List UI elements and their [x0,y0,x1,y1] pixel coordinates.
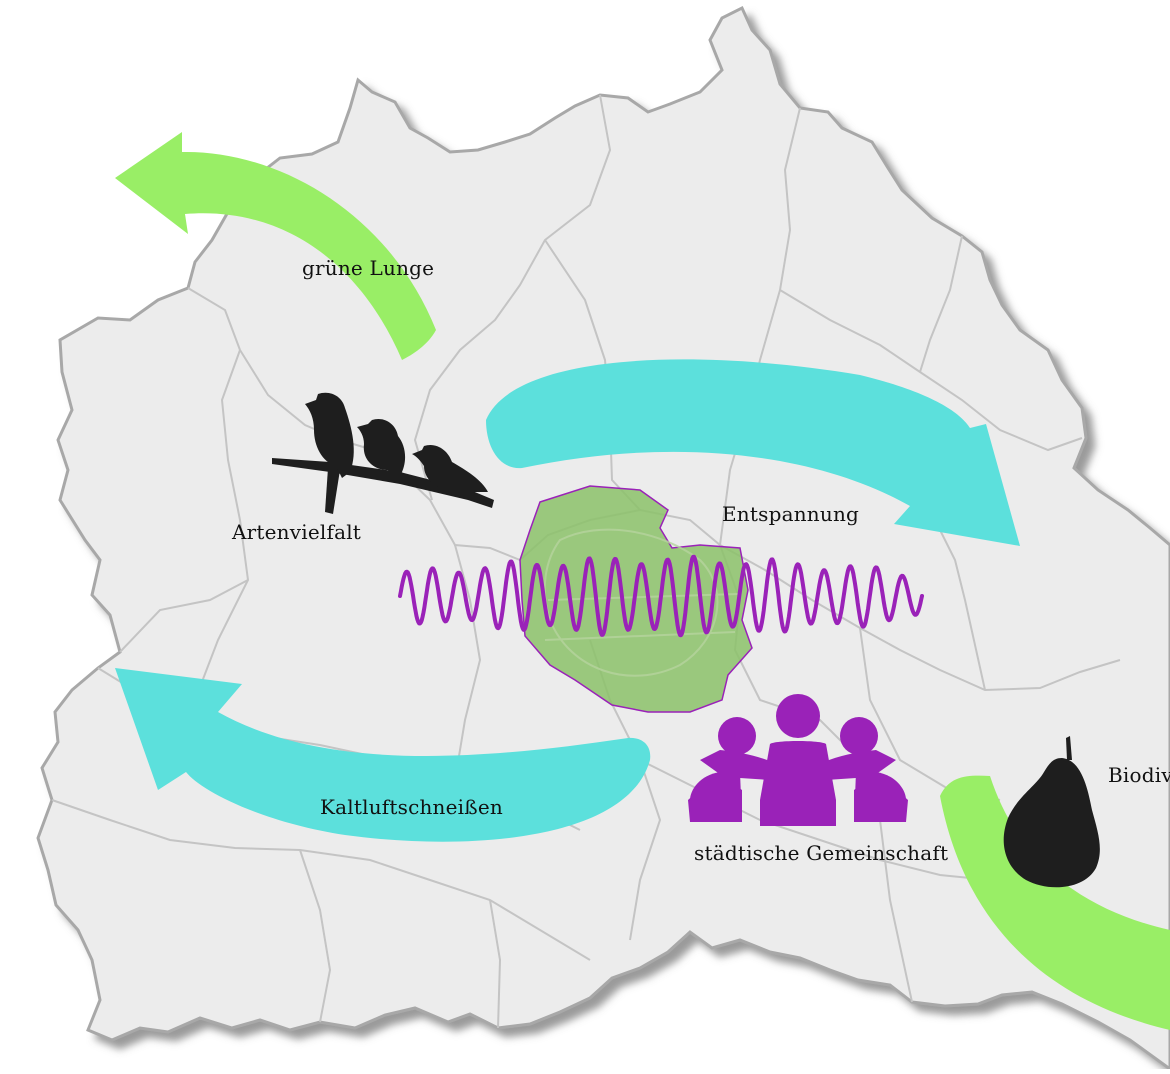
pear-icon [1003,736,1100,888]
people-group-icon [688,694,908,826]
green-arrow-bottom [940,775,1170,1030]
label-relaxation: Entspannung [722,502,860,526]
label-community: städtische Gemeinschaft [694,841,949,865]
sound-wave-icon [398,554,924,638]
label-biodiversity-cut: Biodiv [1108,763,1170,787]
birds-on-branch-icon [272,392,494,514]
label-biodiversity: Artenvielfalt [232,520,362,544]
teal-arrow-right [486,359,1020,546]
label-cold-air: Kaltluftschneißen [320,795,503,819]
label-green-lung: grüne Lunge [302,256,435,280]
teal-arrow-left [115,668,651,842]
green-arrow-top [115,132,436,360]
